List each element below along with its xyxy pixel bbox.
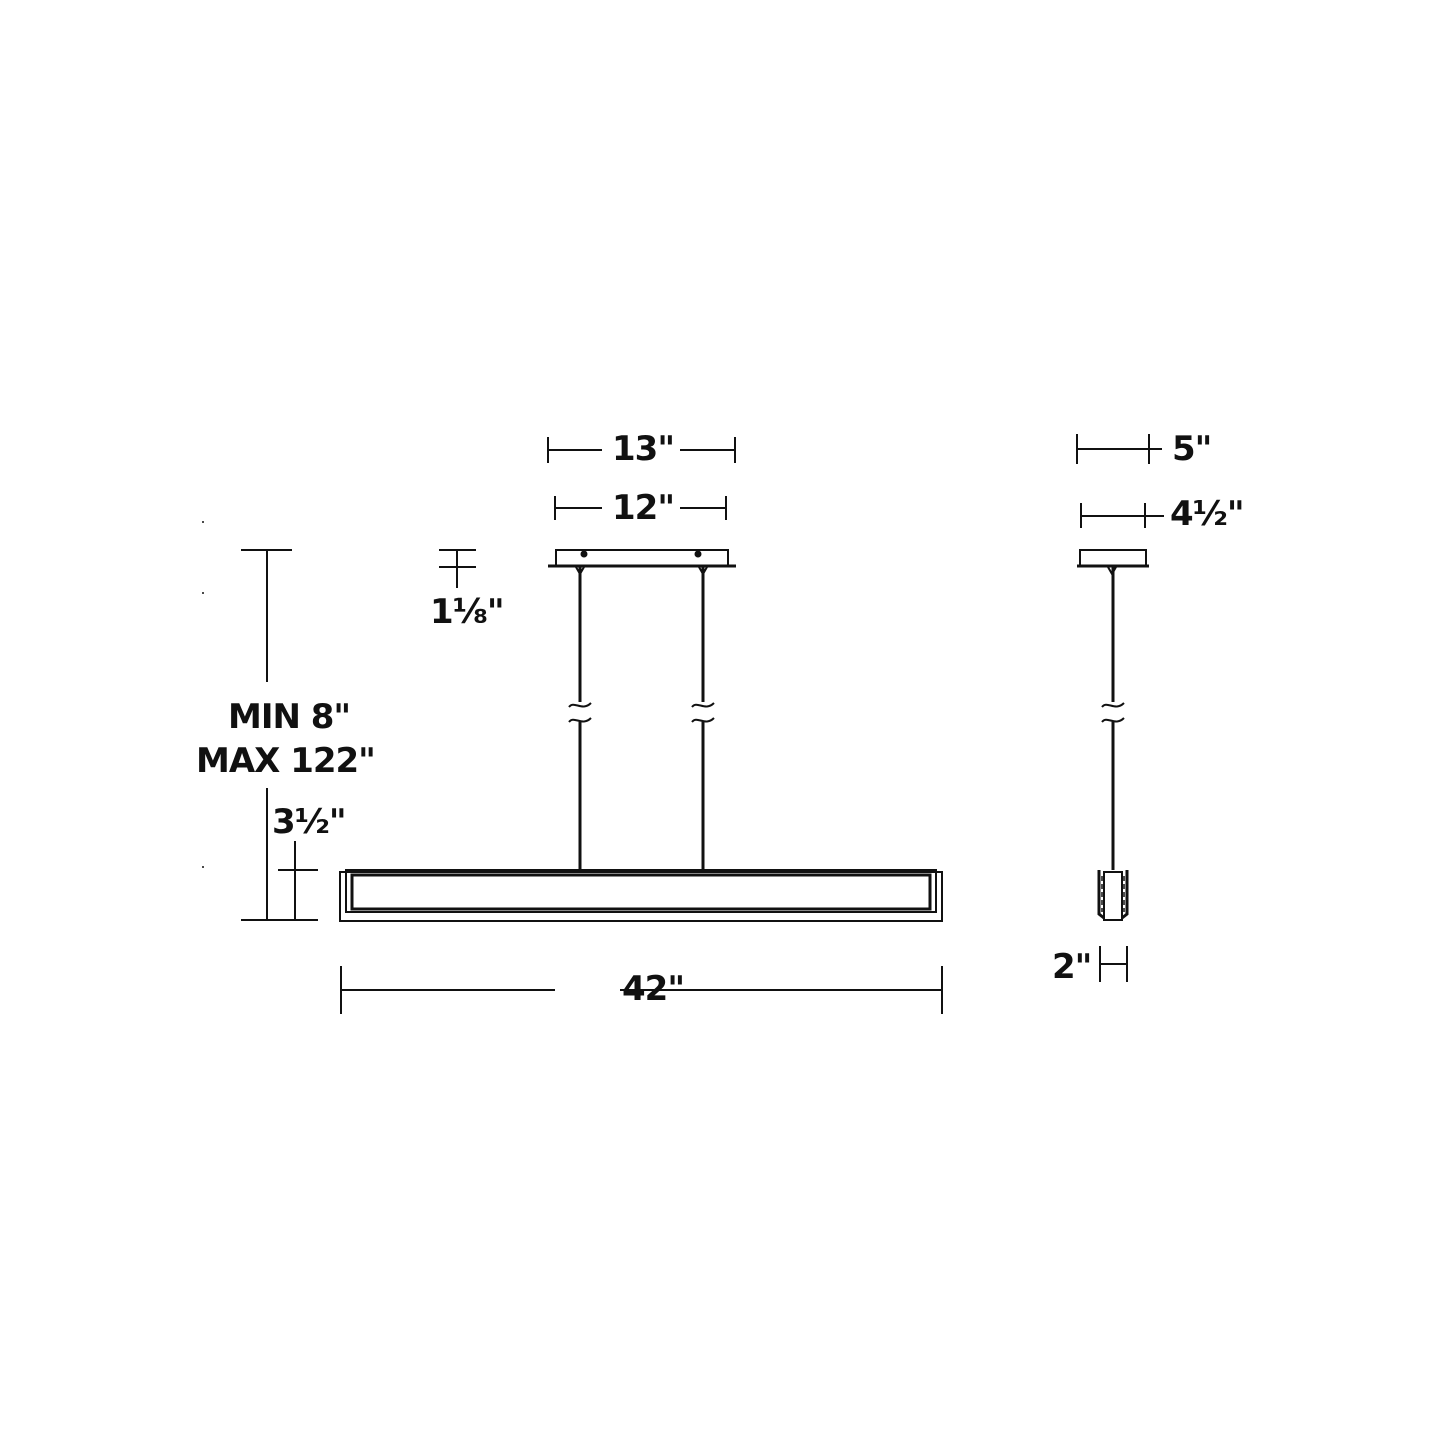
label-suspension-min: MIN 8" bbox=[228, 697, 351, 737]
dim-5-line bbox=[1076, 434, 1162, 464]
label-fixture-length: 42" bbox=[622, 969, 685, 1009]
suspension-cable-left bbox=[568, 567, 592, 870]
dim-42-line bbox=[340, 966, 943, 1014]
dim-2-line bbox=[1099, 946, 1128, 982]
label-canopy-width-inner: 4½" bbox=[1170, 494, 1245, 534]
label-fixture-height: 3½" bbox=[272, 802, 347, 842]
dim-canopy-height-line bbox=[439, 549, 476, 588]
label-canopy-width-outer: 5" bbox=[1172, 429, 1212, 469]
suspension-cable-right bbox=[691, 567, 715, 870]
stray-dots bbox=[202, 521, 204, 868]
dim-fixture-height-line bbox=[278, 841, 318, 920]
dim-4-5-line bbox=[1080, 503, 1164, 528]
dim-overall-height-line bbox=[241, 549, 318, 921]
label-fixture-width: 2" bbox=[1052, 947, 1092, 987]
label-canopy-length-outer: 13" bbox=[612, 429, 675, 469]
label-canopy-height: 1⅛" bbox=[430, 592, 505, 632]
label-canopy-length-inner: 12" bbox=[612, 488, 675, 528]
fixture-body-front bbox=[339, 869, 943, 922]
suspension-cable-side bbox=[1101, 567, 1125, 870]
label-suspension-max: MAX 122" bbox=[196, 741, 376, 781]
fixture-body-side bbox=[1097, 870, 1129, 921]
dim-13-line bbox=[547, 437, 736, 463]
dim-12-line bbox=[554, 496, 727, 520]
canopy-front bbox=[548, 549, 736, 577]
